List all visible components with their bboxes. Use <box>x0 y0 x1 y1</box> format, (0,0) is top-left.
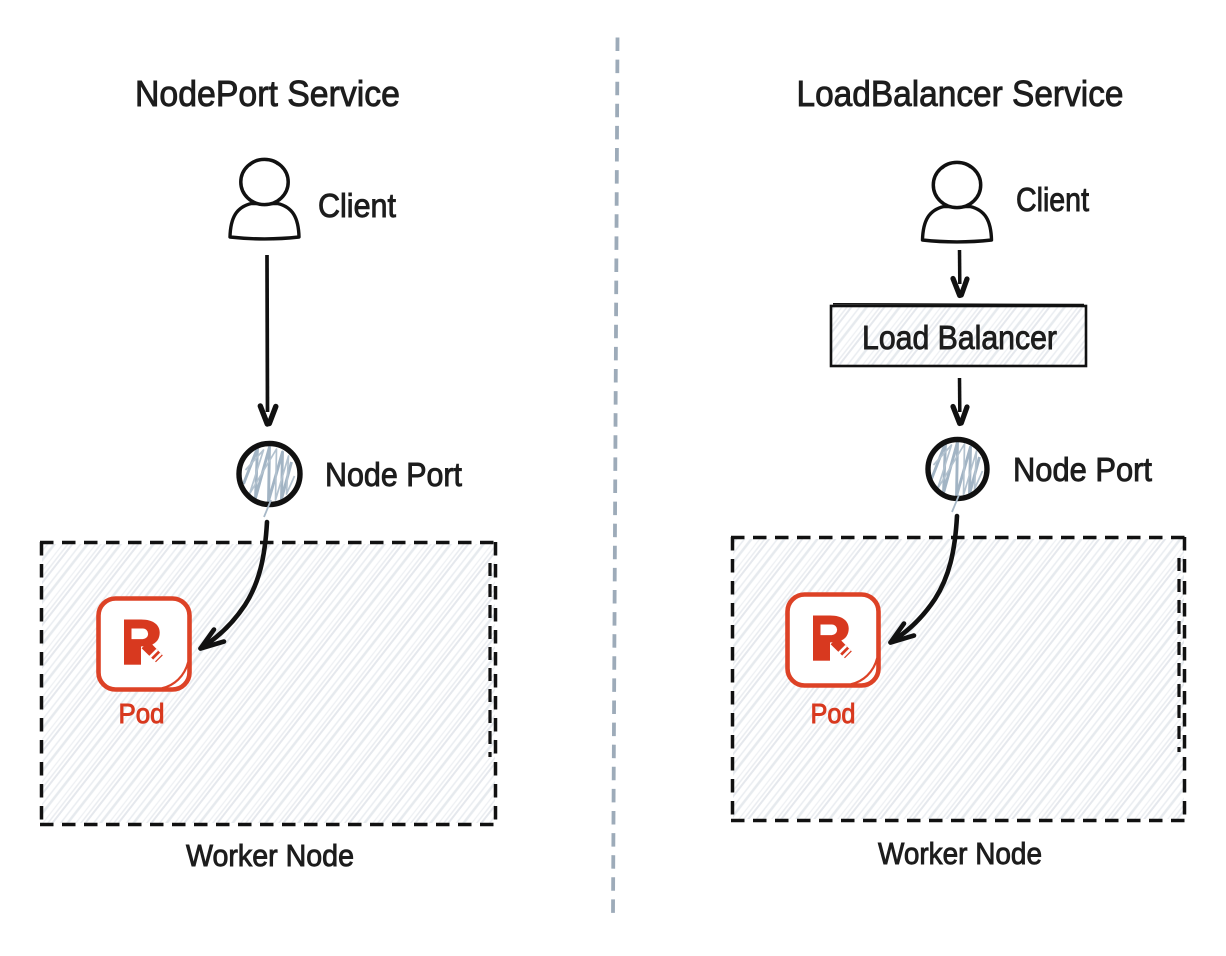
svg-text:Worker Node: Worker Node <box>878 836 1042 871</box>
svg-text:Pod: Pod <box>119 698 165 729</box>
svg-text:Pod: Pod <box>811 698 856 729</box>
svg-text:Client: Client <box>1016 181 1089 218</box>
svg-text:Node Port: Node Port <box>325 456 462 493</box>
svg-text:Client: Client <box>318 187 396 224</box>
svg-text:NodePort Service: NodePort Service <box>135 73 400 114</box>
svg-text:Worker Node: Worker Node <box>186 838 354 873</box>
svg-text:Node Port: Node Port <box>1013 451 1152 488</box>
svg-text:LoadBalancer Service: LoadBalancer Service <box>797 73 1124 114</box>
svg-text:Load Balancer: Load Balancer <box>862 319 1057 356</box>
